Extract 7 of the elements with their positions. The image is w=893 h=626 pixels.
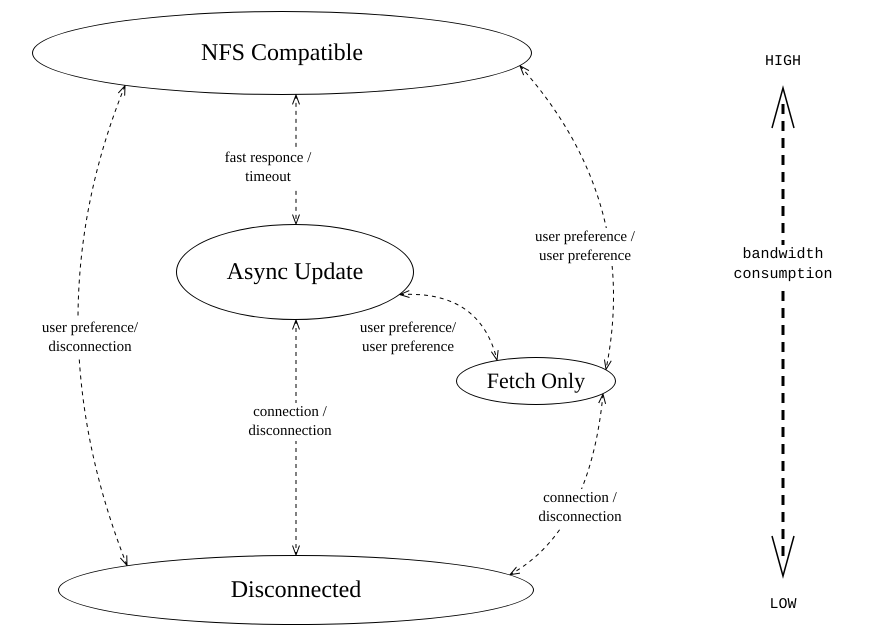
transition-arrow [400,290,498,361]
state-name: Disconnected [230,576,362,604]
state-name: Async Update [226,258,364,286]
transition-arrow [520,65,614,370]
state-name: Fetch Only [486,368,586,394]
state-name: NFS Compatible [200,40,363,66]
transition-arrow [78,85,128,566]
